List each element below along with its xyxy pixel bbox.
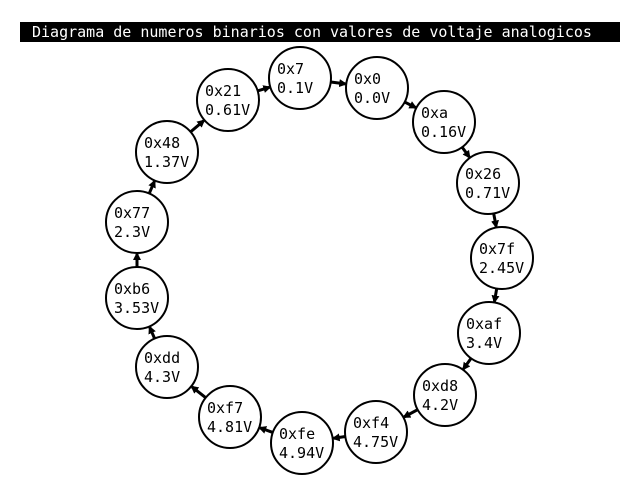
node-circle bbox=[456, 151, 520, 215]
node-voltage-label: 2.45V bbox=[479, 259, 524, 277]
node-circle bbox=[135, 120, 199, 184]
node-voltage-label: 0.0V bbox=[354, 89, 390, 107]
node-voltage-label: 3.4V bbox=[466, 334, 502, 352]
node-hex-label: 0xfe bbox=[279, 425, 315, 443]
edge-arrow-0x0-to-0xa bbox=[403, 100, 418, 109]
node-hex-label: 0x7f bbox=[479, 240, 515, 258]
node-voltage-label: 2.3V bbox=[114, 223, 150, 241]
node-voltage-label: 4.3V bbox=[144, 368, 180, 386]
node-circle bbox=[344, 400, 408, 464]
edge-arrow-0xd8-to-0xf4 bbox=[402, 407, 420, 419]
node-hex-label: 0x77 bbox=[114, 204, 150, 222]
edge-arrow-0x21-to-0x7 bbox=[256, 85, 272, 93]
node-circle bbox=[470, 226, 534, 290]
edge-arrow-0x26-to-0x7f bbox=[491, 212, 499, 229]
node-voltage-label: 4.94V bbox=[279, 444, 324, 462]
node-circle bbox=[268, 46, 332, 110]
node-circle bbox=[412, 90, 476, 154]
node-hex-label: 0x26 bbox=[465, 165, 501, 183]
diagram-title-bar: Diagrama de numeros binarios con valores… bbox=[20, 22, 620, 42]
node-voltage-label: 0.71V bbox=[465, 184, 510, 202]
node-circle bbox=[457, 301, 521, 365]
edge-arrow-0x48-to-0x21 bbox=[188, 119, 206, 134]
node-voltage-label: 1.37V bbox=[144, 153, 189, 171]
edge-arrow-0x7-to-0x0 bbox=[329, 79, 348, 88]
edge-arrow-0x7f-to-0xaf bbox=[491, 287, 500, 304]
node-hex-label: 0xa bbox=[421, 104, 448, 122]
node-voltage-label: 3.53V bbox=[114, 299, 159, 317]
node-voltage-label: 4.75V bbox=[353, 433, 398, 451]
node-circle bbox=[135, 335, 199, 399]
node-circle bbox=[196, 68, 260, 132]
node-voltage-label: 0.16V bbox=[421, 123, 466, 141]
edge-arrow-0xdd-to-0xb6 bbox=[148, 325, 157, 341]
node-hex-label: 0x0 bbox=[354, 70, 381, 88]
node-circle bbox=[413, 363, 477, 427]
node-circle bbox=[105, 190, 169, 254]
node-hex-label: 0xb6 bbox=[114, 280, 150, 298]
node-circle bbox=[270, 411, 334, 475]
node-hex-label: 0xaf bbox=[466, 315, 502, 333]
node-hex-label: 0x21 bbox=[205, 82, 241, 100]
node-hex-label: 0xdd bbox=[144, 349, 180, 367]
node-hex-label: 0x48 bbox=[144, 134, 180, 152]
diagram-title: Diagrama de numeros binarios con valores… bbox=[32, 23, 592, 41]
node-voltage-label: 4.81V bbox=[207, 418, 252, 436]
node-circle bbox=[105, 266, 169, 330]
node-circle bbox=[198, 385, 262, 449]
edge-arrow-0xfe-to-0xf7 bbox=[258, 426, 275, 435]
node-hex-label: 0x7 bbox=[277, 60, 304, 78]
edge-arrow-0xf7-to-0xdd bbox=[190, 385, 208, 400]
node-hex-label: 0xd8 bbox=[422, 377, 458, 395]
node-hex-label: 0xf7 bbox=[207, 399, 243, 417]
node-hex-label: 0xf4 bbox=[353, 414, 389, 432]
node-voltage-label: 0.61V bbox=[205, 101, 250, 119]
edge-arrow-0xaf-to-0xd8 bbox=[462, 356, 473, 371]
edge-arrow-0x77-to-0x48 bbox=[147, 179, 156, 196]
edge-arrow-0xf4-to-0xfe bbox=[331, 433, 347, 442]
node-voltage-label: 0.1V bbox=[277, 79, 313, 97]
node-circle bbox=[345, 56, 409, 120]
node-voltage-label: 4.2V bbox=[422, 396, 458, 414]
edge-arrow-0xa-to-0x26 bbox=[460, 145, 471, 159]
